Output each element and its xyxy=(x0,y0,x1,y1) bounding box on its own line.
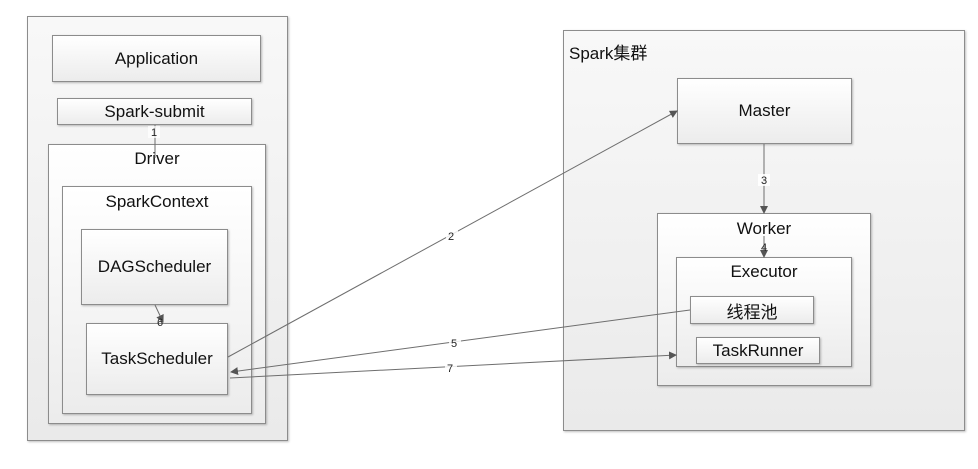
task-scheduler-label: TaskScheduler xyxy=(101,349,213,368)
spark-context-label: SparkContext xyxy=(105,192,209,211)
executor-label: Executor xyxy=(730,262,798,281)
arrow-6 xyxy=(154,304,164,323)
spark-cluster-label: Spark集群 xyxy=(569,44,648,63)
arrow-label-4: 4 xyxy=(761,242,767,254)
arrow-label-3: 3 xyxy=(761,175,767,187)
arrow-label-2: 2 xyxy=(448,231,454,243)
arrow-label-7: 7 xyxy=(447,363,453,375)
arrow-label-1: 1 xyxy=(151,127,157,139)
spark-submit-label: Spark-submit xyxy=(104,101,205,121)
worker-label: Worker xyxy=(736,219,792,238)
thread-pool-box: 线程池 xyxy=(690,296,814,324)
application-label: Application xyxy=(114,48,199,68)
thread-pool-label: 线程池 xyxy=(726,302,778,322)
driver-label: Driver xyxy=(134,149,180,168)
task-runner-label: TaskRunner xyxy=(712,340,804,360)
arrow-label-5: 5 xyxy=(451,338,457,350)
application-box: Application xyxy=(52,35,261,82)
task-scheduler-box: TaskScheduler xyxy=(86,323,228,395)
task-runner-box: TaskRunner xyxy=(696,337,820,364)
spark-submit-box: Spark-submit xyxy=(57,98,252,125)
master-label: Master xyxy=(738,101,791,120)
dag-scheduler-box: DAGScheduler xyxy=(81,229,228,305)
dag-scheduler-label: DAGScheduler xyxy=(97,257,212,276)
arrow-label-6: 6 xyxy=(157,317,163,329)
